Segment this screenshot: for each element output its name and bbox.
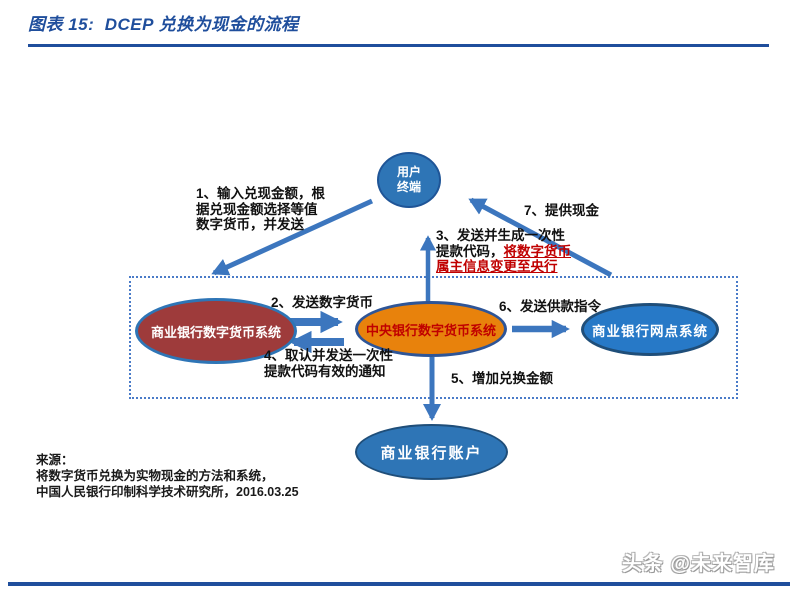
- step1-label: 1、输入兑现金额，根 据兑现金额选择等值 数字货币，并发送: [196, 186, 326, 232]
- bottom-divider: [8, 582, 790, 586]
- node-commercial-bank-dc-system-label: 商业银行数字货币系统: [150, 324, 281, 340]
- node-user-terminal-label: 用户 终端: [396, 165, 421, 194]
- step6-label: 6、发送供款指令: [499, 299, 602, 314]
- node-central-bank-dc-system: 中央银行数字货币系统: [355, 301, 507, 357]
- node-commercial-bank-branch-system-label: 商业银行网点系统: [592, 323, 708, 339]
- node-user-terminal: 用户 终端: [377, 152, 441, 208]
- source-line2: 中国人民银行印制科学技术研究所，2016.03.25: [36, 485, 299, 499]
- step2-label: 2、发送数字货币: [271, 295, 374, 310]
- node-commercial-bank-branch-system: 商业银行网点系统: [581, 303, 719, 356]
- source-note: 来源： 将数字货币兑换为实物现金的方法和系统， 中国人民银行印制科学技术研究所，…: [36, 452, 299, 500]
- node-commercial-bank-account-label: 商业银行账户: [380, 444, 483, 462]
- step4-label: 4、取认并发送一次性 提款代码有效的通知: [264, 348, 394, 379]
- source-label: 来源：: [36, 453, 74, 467]
- title-divider: [28, 44, 769, 47]
- figure-title: 图表 15: DCEP 兑换为现金的流程: [28, 15, 299, 34]
- step7-label: 7、提供现金: [524, 203, 600, 218]
- node-commercial-bank-dc-system: 商业银行数字货币系统: [135, 298, 297, 364]
- step3-label: 3、发送并生成一次性 提款代码，将数字货币 属主信息变更至央行: [436, 228, 588, 275]
- node-commercial-bank-account: 商业银行账户: [355, 424, 508, 480]
- node-central-bank-dc-system-label: 中央银行数字货币系统: [365, 322, 496, 338]
- watermark-toutiao: 头条 @未来智库: [621, 553, 775, 575]
- step5-label: 5、增加兑换金额: [451, 371, 554, 386]
- source-line1: 将数字货币兑换为实物现金的方法和系统，: [36, 469, 274, 483]
